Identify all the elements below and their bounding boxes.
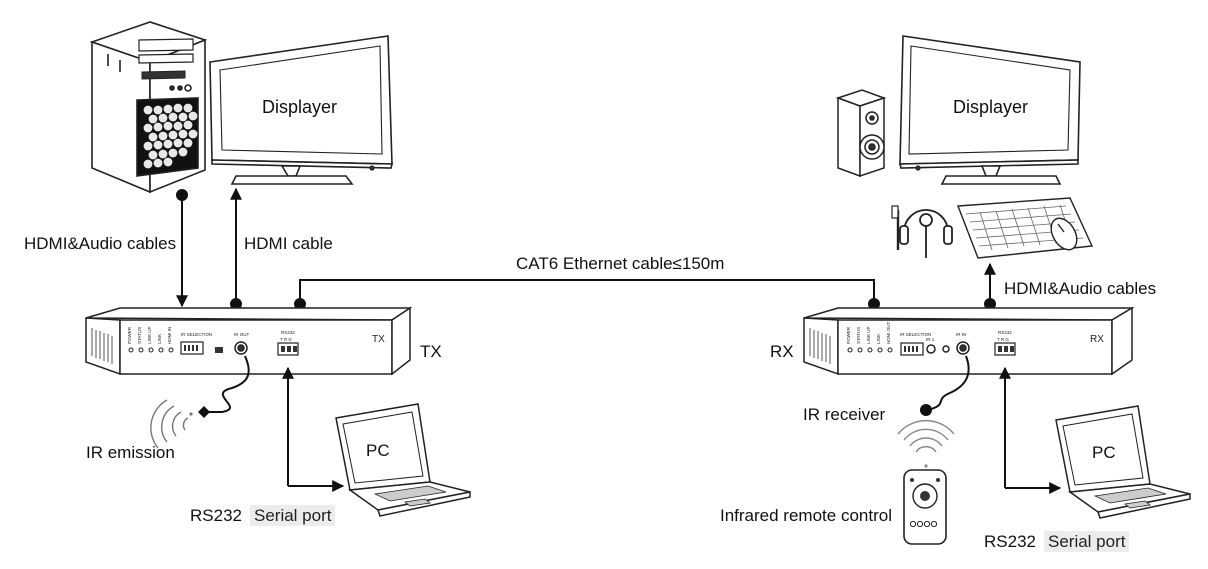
displayer-label-left: Displayer — [262, 97, 338, 117]
tx-panel-labels: POWER STATUS LINK UP LINK HDMI IN IR SEL… — [127, 326, 385, 345]
tx-rs232-label: RS232 — [281, 330, 295, 335]
tx-unit — [85, 306, 413, 376]
rx-led-label: LINK — [876, 334, 881, 344]
hdmi-cable-label: HDMI cable — [244, 234, 333, 253]
monitor-icon-right — [898, 35, 1081, 185]
laptop-icon-left — [335, 403, 471, 517]
tx-pins-label: T R G — [280, 337, 292, 342]
rx-panel-labels: POWER STATUS LINK UP LINK HDMI OUT IR SE… — [846, 322, 1104, 345]
rs232-label-left: RS232 — [190, 506, 242, 525]
rx-ir1-label: IR 1 — [926, 337, 935, 342]
tx-led-label: POWER — [127, 326, 132, 344]
pc-tower-icon — [89, 21, 208, 194]
tx-led-label: STATUS — [137, 327, 142, 344]
pc-label-left: PC — [366, 441, 390, 460]
ir-receiver-cable — [920, 355, 970, 416]
hdmi-audio-cables-label-right: HDMI&Audio cables — [1004, 279, 1157, 298]
pc-label-right: PC — [1092, 443, 1116, 462]
ir-emission-label: IR emission — [86, 443, 175, 462]
cable-tx-to-monitor — [230, 187, 242, 310]
tx-selector-label: IR SELECTION — [181, 332, 212, 337]
cable-rx-to-monitor — [984, 262, 996, 310]
rx-led-label: STATUS — [856, 327, 861, 344]
rs232-label-right: RS232 — [984, 532, 1036, 551]
tx-led-label: HDMI IN — [167, 327, 172, 344]
ir-emission-icon — [150, 399, 193, 449]
rx-label: RX — [770, 342, 794, 361]
rx-unit-tag: RX — [1090, 334, 1104, 345]
rx-led-label: HDMI OUT — [886, 322, 891, 344]
ir-receiver-label: IR receiver — [803, 405, 886, 424]
tx-label: TX — [420, 342, 442, 361]
rx-unit — [803, 306, 1135, 376]
rs232-cable-left — [282, 366, 345, 492]
headset-icon — [891, 205, 953, 258]
hdmi-audio-cables-label-left: HDMI&Audio cables — [24, 234, 177, 253]
remote-control-label: Infrared remote control — [720, 506, 892, 525]
displayer-label-right: Displayer — [953, 97, 1029, 117]
rx-selector-label: IR SELECTION — [900, 332, 931, 337]
tx-unit-tag: TX — [372, 334, 385, 345]
rx-pins-label: T R G — [997, 337, 1009, 342]
tx-port-label: IR OUT — [234, 332, 250, 337]
mouse-icon — [1050, 217, 1078, 251]
cat6-cable-label: CAT6 Ethernet cable≤150m — [516, 254, 725, 273]
cat6-ethernet-cable — [294, 279, 880, 310]
cable-pc-to-tx — [176, 189, 188, 308]
rx-led-label: LINK UP — [866, 326, 871, 344]
monitor-icon-left — [209, 35, 394, 185]
remote-control-icon — [897, 420, 955, 545]
laptop-icon-right — [1055, 405, 1191, 519]
serial-port-label-left: Serial port — [250, 505, 336, 526]
tx-led-label: LINK — [157, 334, 162, 344]
rx-led-label: POWER — [846, 326, 851, 344]
rx-rs232-label: RS232 — [998, 330, 1012, 335]
rx-port-label: IR IN — [956, 332, 966, 337]
speaker-icon — [835, 89, 887, 178]
rs232-cable-right — [999, 366, 1062, 494]
tx-led-label: LINK UP — [147, 326, 152, 344]
serial-port-label-right: Serial port — [1044, 531, 1130, 552]
ir-emitter-cable — [198, 355, 250, 418]
